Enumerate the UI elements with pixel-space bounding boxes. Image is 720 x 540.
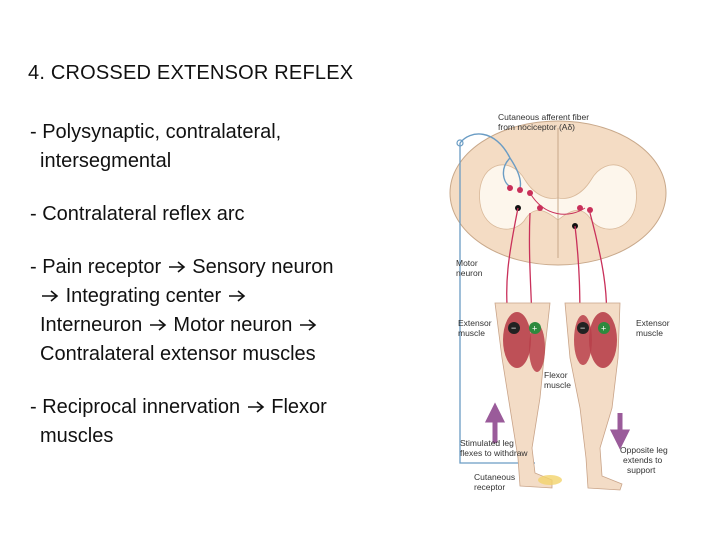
svg-text:−: −: [580, 323, 585, 333]
bullet-text: - Reciprocal innervation: [30, 396, 241, 418]
bullet-list: - Polysynaptic, contralateral, intersegm…: [30, 118, 410, 475]
excitation-inhibition-signs: − + − +: [508, 322, 610, 334]
bullet-text: - Contralateral reflex arc: [30, 203, 245, 225]
right-arrow-icon: [149, 319, 167, 331]
spinal-cord: [449, 120, 667, 266]
bullet-item: - Polysynaptic, contralateral, intersegm…: [30, 118, 410, 176]
cutaneous-receptor-label: receptor: [474, 482, 505, 492]
bullet-text: Contralateral extensor muscles: [40, 343, 316, 365]
flexor-label: muscle: [544, 380, 571, 390]
bullet-text: Integrating center: [65, 285, 222, 307]
opposite-leg-label: support: [627, 465, 656, 475]
right-arrow-icon: [228, 290, 246, 302]
cutaneous-receptor-marker: [538, 475, 562, 485]
bullet-item: - Contralateral reflex arc: [30, 200, 410, 229]
right-arrow-icon: [299, 319, 317, 331]
opposite-leg-label: Opposite leg: [620, 445, 668, 455]
bullet-text: - Polysynaptic, contralateral,: [30, 121, 282, 143]
bullet-text: Sensory neuron: [192, 256, 334, 278]
extensor-label-left: muscle: [458, 328, 485, 338]
slide-title: 4. CROSSED EXTENSOR REFLEX: [28, 62, 354, 84]
bullet-text: Interneuron: [40, 314, 143, 336]
bullet-text: Flexor: [271, 396, 327, 418]
down-arrow-icon: [609, 413, 631, 450]
interneurons: [507, 185, 593, 229]
crossed-extensor-reflex-diagram: − + − + Cutaneous afferent fiber from no…: [449, 112, 670, 492]
stimulated-leg-label: Stimulated leg: [460, 438, 514, 448]
opposite-leg-label: extends to: [623, 455, 662, 465]
cutaneous-receptor-label: Cutaneous: [474, 472, 515, 482]
svg-text:+: +: [601, 324, 606, 334]
bullet-item: - Reciprocal innervation Flexor muscles: [30, 393, 410, 451]
bullet-text: - Pain receptor: [30, 256, 162, 278]
afferent-label: from nociceptor (Aδ): [498, 122, 575, 132]
up-arrow-icon: [484, 402, 506, 443]
svg-text:+: +: [532, 324, 537, 334]
right-arrow-icon: [42, 290, 59, 302]
right-arrow-icon: [168, 261, 185, 273]
afferent-label: Cutaneous afferent fiber: [498, 112, 589, 122]
extensor-label-left: Extensor: [458, 318, 492, 328]
svg-text:−: −: [511, 323, 516, 333]
sensory-fiber: [459, 143, 535, 464]
motor-neuron-label: Motor: [456, 258, 478, 268]
bullet-text: intersegmental: [40, 150, 172, 172]
motor-neuron-label: neuron: [456, 268, 483, 278]
flexor-label: Flexor: [544, 370, 568, 380]
bullet-text: Motor neuron: [173, 314, 293, 336]
extensor-label-right: muscle: [636, 328, 663, 338]
bullet-text: muscles: [40, 425, 114, 447]
bullet-item: - Pain receptor Sensory neuron Integrati…: [30, 253, 410, 369]
stimulated-leg-label: flexes to withdraw: [460, 448, 528, 458]
right-arrow-icon: [247, 401, 264, 413]
extensor-label-right: Extensor: [636, 318, 670, 328]
